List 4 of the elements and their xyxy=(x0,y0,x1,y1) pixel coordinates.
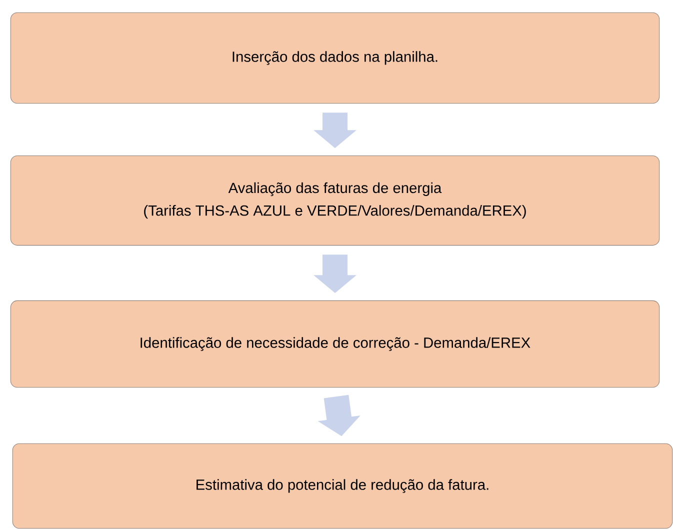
process-box: Estimativa do potencial de redução da fatura. xyxy=(12,443,673,529)
process-box: Avaliação das faturas de energia (Tarifas THS-AS AZUL e VERDE/Valores/Demanda/EREX) xyxy=(10,155,660,246)
process-box: Inserção dos dados na planilha. xyxy=(10,12,660,104)
process-box: Identificação de necessidade de correção - Demanda/EREX xyxy=(10,300,660,388)
